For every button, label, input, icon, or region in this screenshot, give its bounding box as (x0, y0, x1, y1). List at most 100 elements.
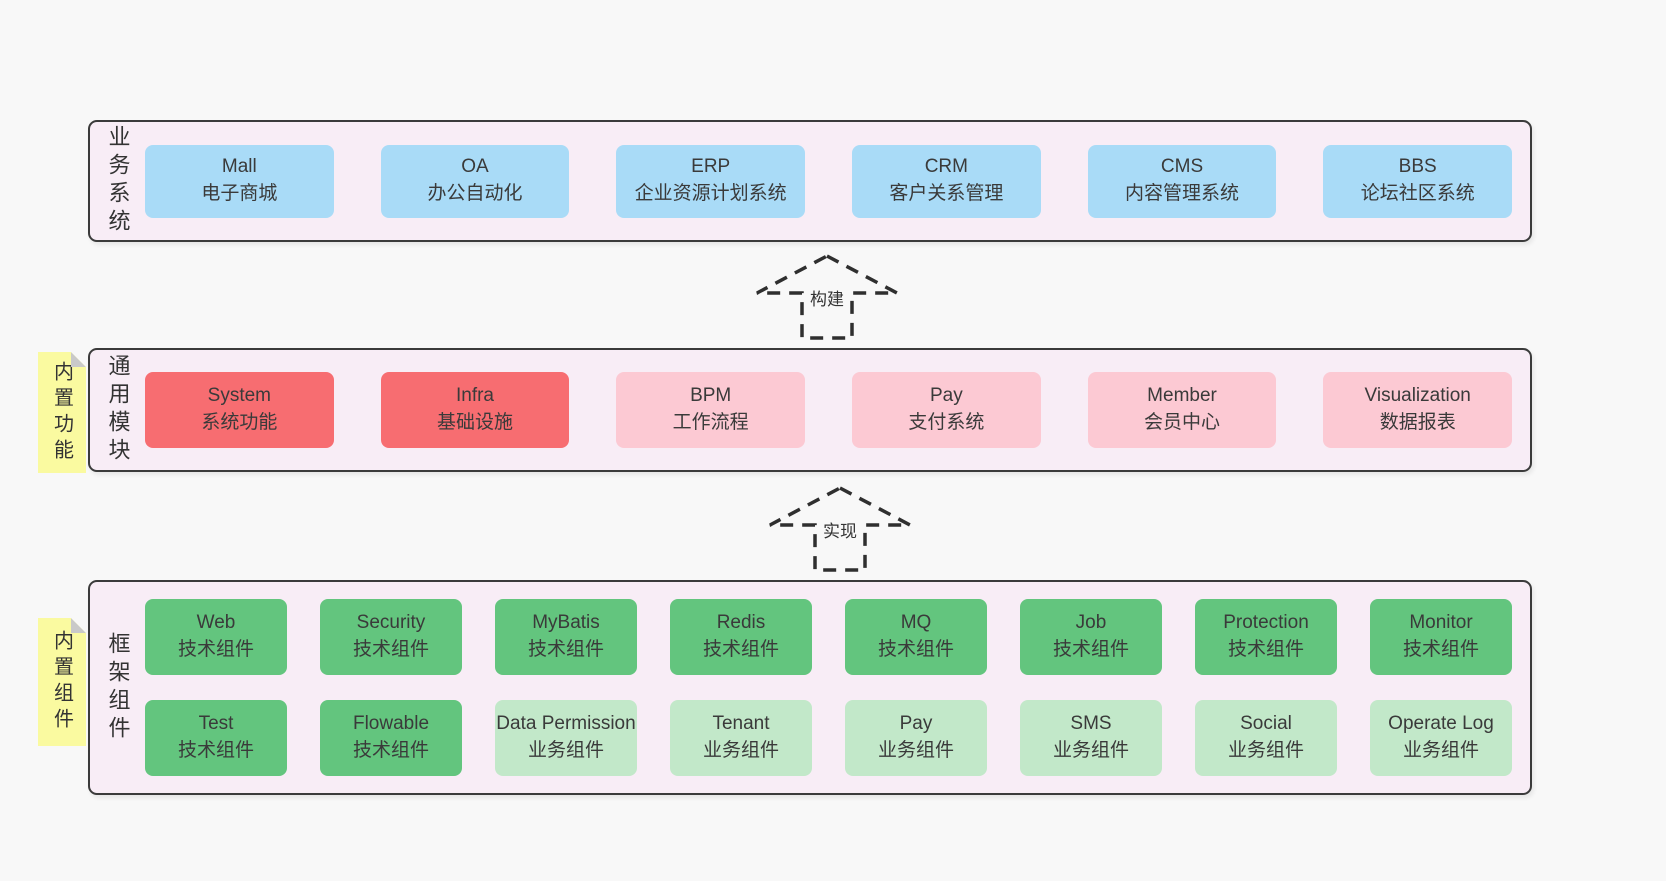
box-tenant: Tenant 业务组件 (670, 700, 812, 776)
module-box-row: System 系统功能 Infra 基础设施 BPM 工作流程 Pay 支付系统… (145, 350, 1530, 470)
box-pay-biz: Pay 业务组件 (845, 700, 987, 776)
box-title: Web (196, 612, 236, 634)
box-subtitle: 业务组件 (702, 740, 779, 761)
box-subtitle: 工作流程 (672, 412, 749, 433)
box-subtitle: 技术组件 (352, 639, 429, 660)
box-system: System 系统功能 (145, 372, 334, 448)
box-title: Flowable (352, 713, 430, 735)
box-subtitle: 电子商城 (201, 183, 278, 204)
box-title: Security (356, 612, 426, 634)
layer-framework-components: 框架组件 Web 技术组件 Security 技术组件 MyBatis 技术组件… (88, 580, 1532, 795)
box-subtitle: 技术组件 (527, 639, 604, 660)
box-title: Social (1240, 713, 1292, 735)
box-title: SMS (1070, 713, 1112, 735)
layer-business-systems-label: 业务系统 (105, 125, 131, 237)
arrow-build: 构建 (753, 252, 901, 342)
box-oa: OA 办公自动化 (380, 144, 570, 218)
box-data-permission: Data Permission 业务组件 (495, 700, 637, 776)
box-social: Social 业务组件 (1195, 700, 1337, 776)
box-mybatis: MyBatis 技术组件 (495, 599, 637, 675)
component-row-2: Test 技术组件 Flowable 技术组件 Data Permission … (145, 700, 1512, 776)
box-sms: SMS 业务组件 (1020, 700, 1162, 776)
layer-common-modules-label: 通用模块 (105, 354, 131, 466)
box-security: Security 技术组件 (320, 599, 462, 675)
box-subtitle: 基础设施 (437, 412, 514, 433)
arrow-implement: 实现 (766, 484, 914, 574)
sticky-fold-corner-icon (71, 352, 86, 367)
box-title: Test (198, 713, 234, 735)
box-title: Visualization (1364, 385, 1471, 407)
box-subtitle: 技术组件 (877, 639, 954, 660)
box-flowable: Flowable 技术组件 (320, 700, 462, 776)
sticky-note-built-in-components: 内置组件 (38, 618, 86, 746)
box-subtitle: 支付系统 (908, 412, 985, 433)
layer-business-systems: 业务系统 Mall 电子商城 OA 办公自动化 ERP 企业资源计划系统 CRM… (88, 120, 1532, 242)
box-operate-log: Operate Log 业务组件 (1370, 700, 1512, 776)
box-subtitle: 内容管理系统 (1125, 183, 1240, 204)
box-subtitle: 企业资源计划系统 (634, 183, 787, 204)
box-bbs: BBS 论坛社区系统 (1323, 144, 1513, 218)
box-infra: Infra 基础设施 (380, 372, 570, 448)
box-subtitle: 技术组件 (1052, 639, 1129, 660)
box-title: System (207, 385, 272, 407)
box-title: Pay (899, 713, 933, 735)
box-title: CRM (924, 156, 968, 178)
box-title: MQ (900, 612, 932, 634)
box-mall: Mall 电子商城 (145, 144, 334, 218)
box-test: Test 技术组件 (145, 700, 287, 776)
box-subtitle: 技术组件 (177, 740, 254, 761)
box-title: MyBatis (532, 612, 600, 634)
box-redis: Redis 技术组件 (670, 599, 812, 675)
box-subtitle: 系统功能 (201, 412, 278, 433)
box-bpm: BPM 工作流程 (616, 372, 806, 448)
arrow-build-label: 构建 (807, 285, 847, 310)
box-subtitle: 技术组件 (1402, 639, 1479, 660)
box-title: BPM (690, 385, 732, 407)
component-grid: Web 技术组件 Security 技术组件 MyBatis 技术组件 Redi… (145, 582, 1530, 793)
box-title: Infra (455, 385, 495, 407)
box-crm: CRM 客户关系管理 (852, 144, 1041, 218)
box-subtitle: 办公自动化 (427, 183, 523, 204)
box-title: Protection (1223, 612, 1309, 634)
box-mq: MQ 技术组件 (845, 599, 987, 675)
box-job: Job 技术组件 (1020, 599, 1162, 675)
box-subtitle: 数据报表 (1379, 412, 1456, 433)
box-erp: ERP 企业资源计划系统 (616, 144, 806, 218)
box-subtitle: 客户关系管理 (889, 183, 1004, 204)
sticky-note-label: 内置功能 (50, 360, 73, 465)
box-title: Operate Log (1388, 713, 1494, 735)
box-title: Job (1075, 612, 1107, 634)
box-subtitle: 业务组件 (527, 740, 604, 761)
box-protection: Protection 技术组件 (1195, 599, 1337, 675)
box-title: Data Permission (496, 713, 636, 735)
box-subtitle: 技术组件 (177, 639, 254, 660)
box-subtitle: 业务组件 (1227, 740, 1304, 761)
box-subtitle: 技术组件 (352, 740, 429, 761)
box-title: Tenant (712, 713, 770, 735)
box-member: Member 会员中心 (1087, 372, 1277, 448)
box-title: ERP (691, 156, 731, 178)
box-subtitle: 技术组件 (1227, 639, 1304, 660)
box-title: CMS (1160, 156, 1204, 178)
box-title: Mall (221, 156, 257, 178)
box-web: Web 技术组件 (145, 599, 287, 675)
sticky-note-built-in-features: 内置功能 (38, 352, 86, 473)
component-row-1: Web 技术组件 Security 技术组件 MyBatis 技术组件 Redi… (145, 599, 1512, 675)
box-subtitle: 会员中心 (1144, 412, 1221, 433)
box-subtitle: 业务组件 (877, 740, 954, 761)
box-title: Monitor (1409, 612, 1473, 634)
box-visualization: Visualization 数据报表 (1323, 372, 1513, 448)
business-box-row: Mall 电子商城 OA 办公自动化 ERP 企业资源计划系统 CRM 客户关系… (145, 122, 1530, 240)
box-title: Pay (929, 385, 963, 407)
box-subtitle: 技术组件 (702, 639, 779, 660)
arrow-implement-label: 实现 (820, 517, 860, 542)
box-title: Member (1147, 385, 1217, 407)
sticky-fold-corner-icon (71, 618, 86, 633)
box-monitor: Monitor 技术组件 (1370, 599, 1512, 675)
box-title: OA (461, 156, 489, 178)
layer-framework-components-label: 框架组件 (105, 631, 131, 744)
box-pay: Pay 支付系统 (852, 372, 1041, 448)
box-title: BBS (1398, 156, 1437, 178)
sticky-note-label: 内置组件 (50, 630, 73, 734)
